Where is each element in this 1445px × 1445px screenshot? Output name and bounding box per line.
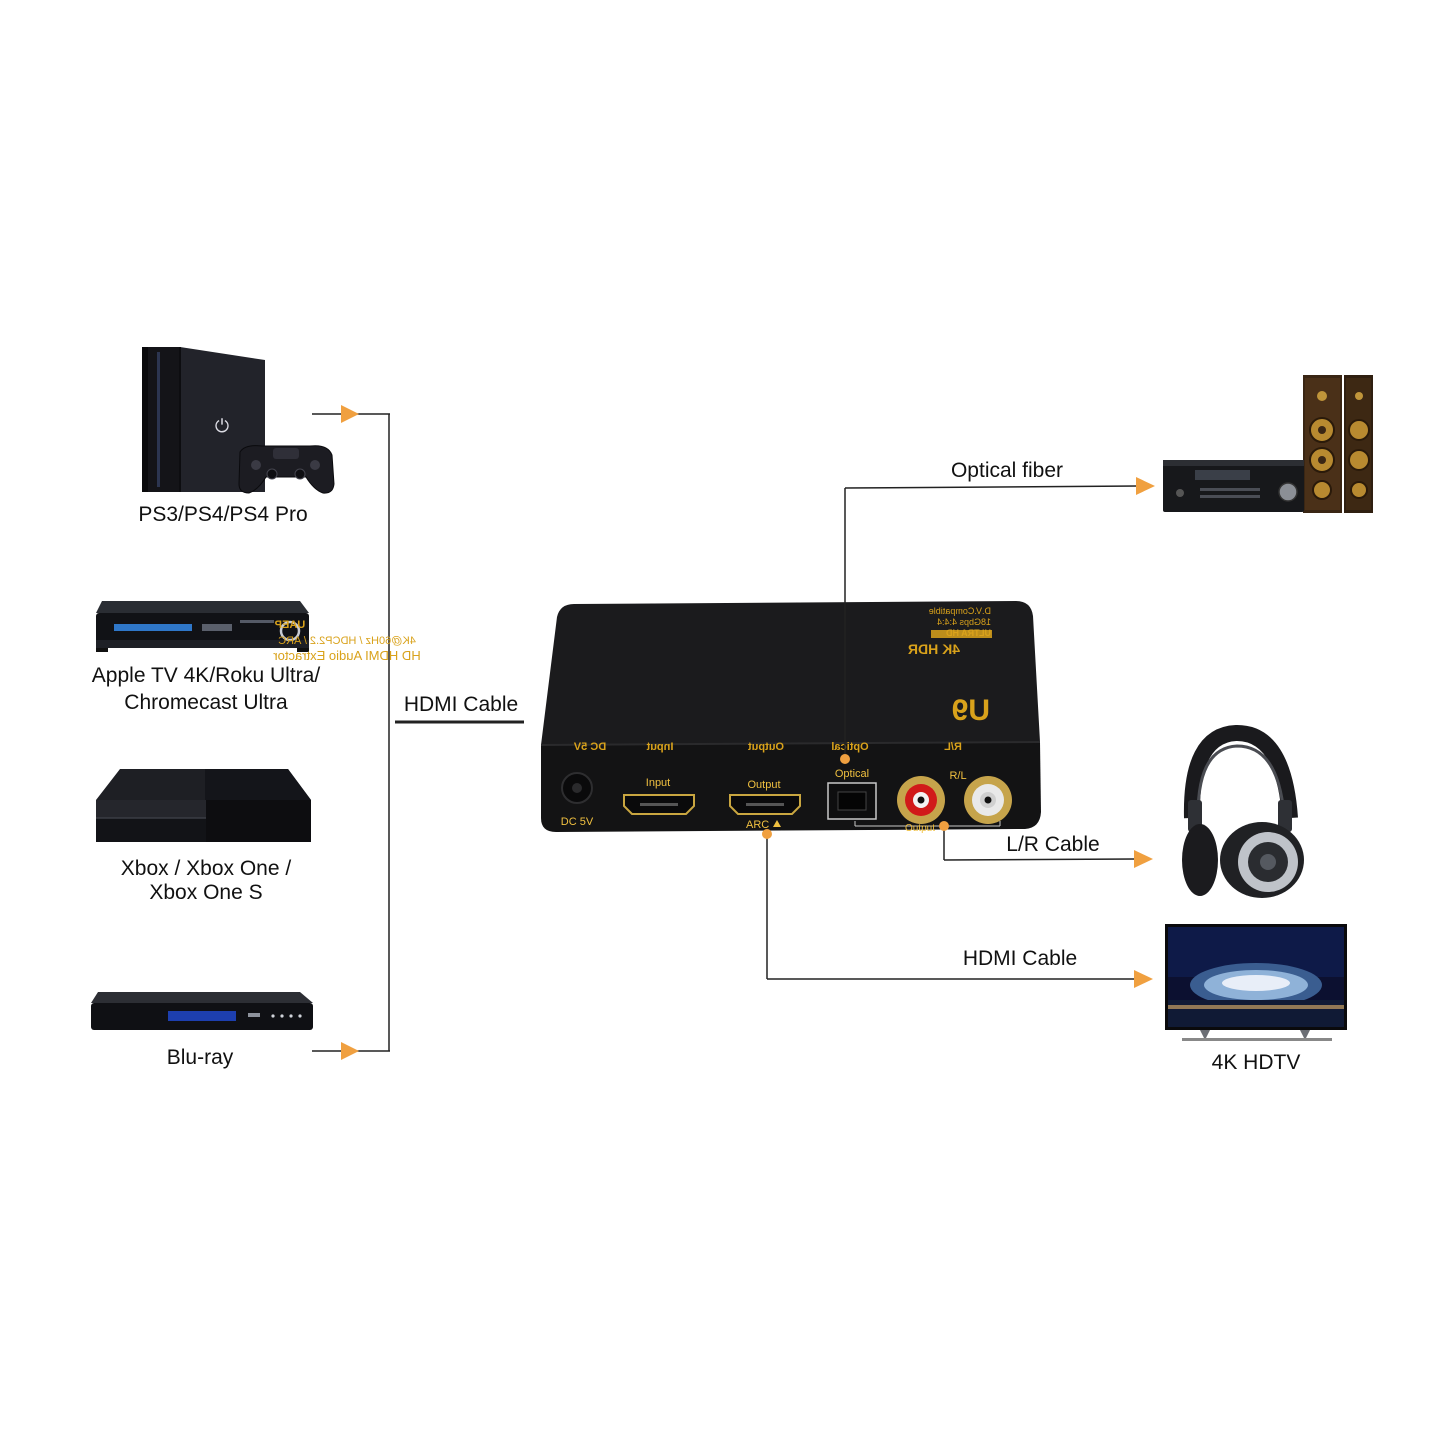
svg-text:⏻: ⏻ xyxy=(215,416,229,437)
ps4-label: PS3/PS4/PS4 Pro xyxy=(138,503,308,526)
arrow-lr xyxy=(1134,850,1153,868)
bluray-player-image xyxy=(91,992,313,1030)
arc-triangle-icon xyxy=(773,820,781,827)
input-cable-label: HDMI Cable xyxy=(403,693,519,716)
front-output-label: Output xyxy=(747,779,780,791)
output-cable-lines xyxy=(766,485,1139,980)
arrow-hdmi-out xyxy=(1134,970,1153,988)
av-receiver-speakers-image xyxy=(1163,375,1373,513)
arrow-bluray xyxy=(341,1042,359,1060)
optical-port xyxy=(827,782,877,820)
model-text: UAEP xyxy=(275,619,306,631)
top-port-input: Input xyxy=(646,741,673,753)
ps4-controller-image xyxy=(238,445,335,494)
lr-cable-label: L/R Cable xyxy=(1006,833,1100,856)
front-arc-label: ARC xyxy=(746,819,769,831)
device-title-text: HD HDMI Audio Extractor xyxy=(273,648,421,663)
optical-cable-label: Optical fiber xyxy=(950,459,1064,482)
front-optical-label: Optical xyxy=(835,768,869,780)
device-subtitle-text: 4K@60Hz / HDCP2.2 / ARC xyxy=(278,635,416,647)
arrow-optical xyxy=(1136,477,1155,495)
spec2-text: D.V.Compatible xyxy=(929,606,991,616)
hdmi-connection-dot xyxy=(762,829,772,839)
rl-connection-dot xyxy=(939,821,949,831)
xbox-label-line1: Xbox / Xbox One / xyxy=(120,857,292,880)
xbox-console-image xyxy=(96,769,311,842)
top-port-dc: DC 5V xyxy=(573,741,606,753)
front-dc-label: DC 5V xyxy=(561,816,594,828)
tv-label: 4K HDTV xyxy=(1211,1051,1301,1074)
front-rl-label: R/L xyxy=(949,770,966,782)
spec1-text: 18Gbps 4:4:4 xyxy=(937,617,991,627)
xbox-label-line2: Xbox One S xyxy=(149,881,263,904)
arrow-ps4 xyxy=(341,405,359,423)
front-input-label: Input xyxy=(646,777,670,789)
top-port-rl: R/L xyxy=(944,741,962,753)
hdr-text: 4K HDR xyxy=(908,641,960,657)
input-cable-lines xyxy=(312,413,524,1052)
optical-connection-dot xyxy=(840,754,850,764)
headphones-image xyxy=(1182,724,1304,898)
tv-image xyxy=(1165,924,1347,1041)
top-port-optical: Optical xyxy=(831,741,868,753)
hdmi-out-cable-label: HDMI Cable xyxy=(962,947,1078,970)
top-port-output: Output xyxy=(748,741,784,753)
media-player-image xyxy=(96,601,309,652)
front-analog-output-label: Output xyxy=(905,823,935,834)
media-player-label-line1: Apple TV 4K/Roku Ultra/ xyxy=(91,664,321,687)
brand-logo: U9 xyxy=(952,694,990,727)
audio-extractor-device: UAEP HD HDMI Audio Extractor 4K@60Hz / H… xyxy=(273,601,1041,834)
media-player-label-line2: Chromecast Ultra xyxy=(124,691,288,714)
bluray-label: Blu-ray xyxy=(166,1046,234,1069)
